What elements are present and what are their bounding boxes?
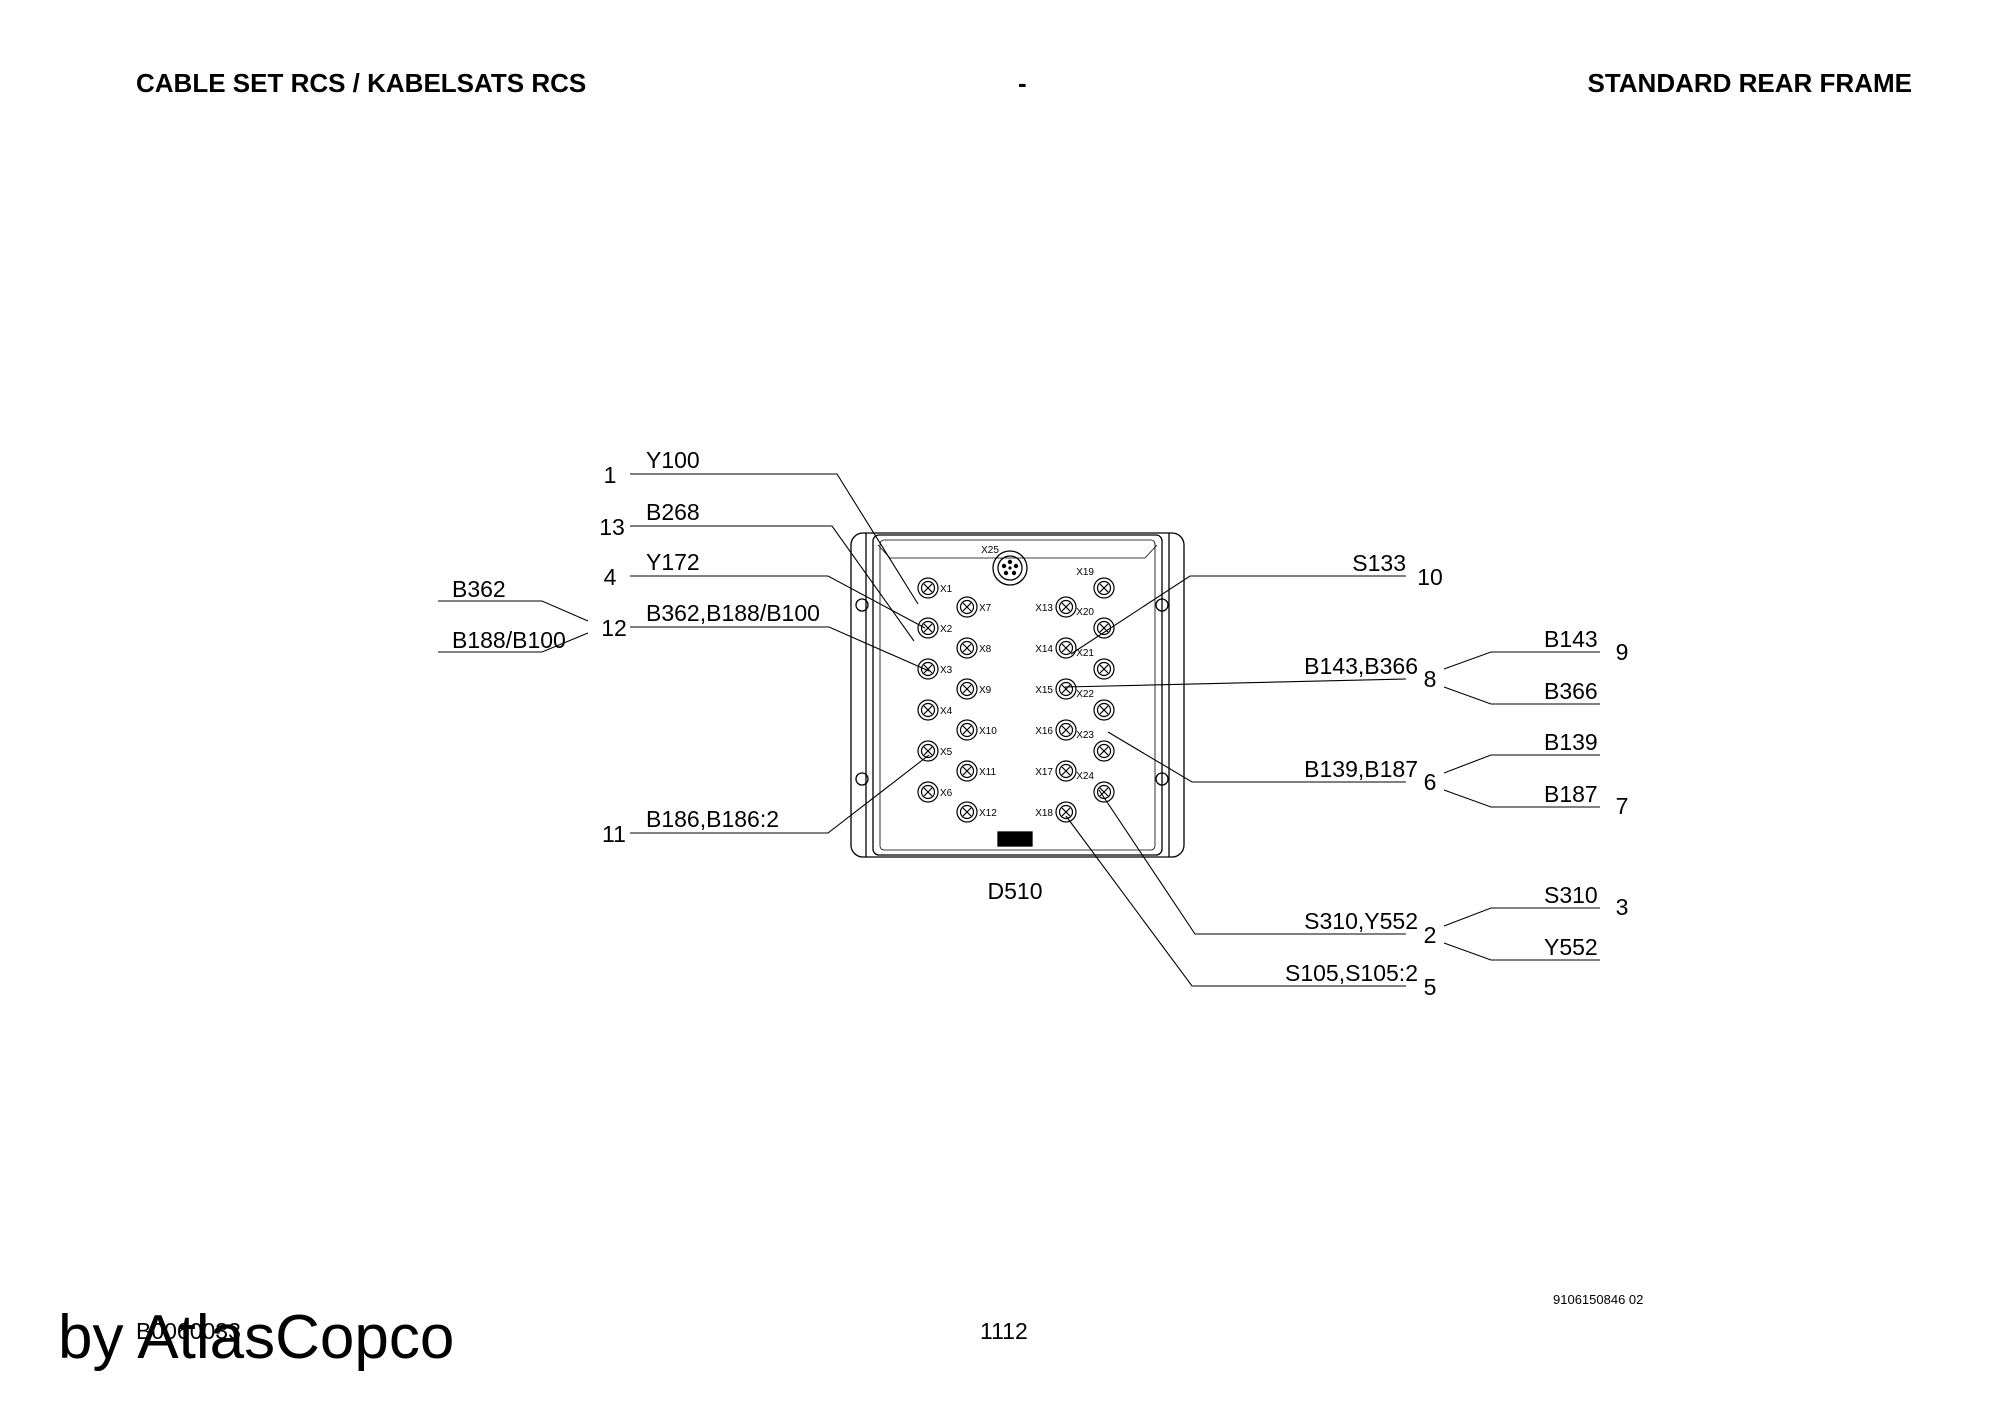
- port-label-group: X1X2X3X4X5X6X7X8X9X10X11X12X13X14X15X16X…: [940, 567, 1094, 819]
- unit-label-d510: D510: [988, 878, 1043, 904]
- module-housing: [872, 534, 1163, 856]
- port-label-x8: X8: [979, 644, 992, 655]
- atlas-copco-watermark: by AtlasCopco: [58, 1303, 455, 1372]
- callout-label-b268: B268: [646, 499, 700, 525]
- port-label-x1: X1: [940, 584, 953, 595]
- branch-label-b188-b100: B188/B100: [452, 627, 566, 653]
- port-label-x21: X21: [1076, 648, 1094, 659]
- header-separator: -: [1018, 68, 1027, 98]
- leader-lines: [438, 473, 1600, 987]
- port-x13: [1055, 596, 1077, 618]
- port-label-x4: X4: [940, 706, 953, 717]
- port-label-x20: X20: [1076, 607, 1094, 618]
- branch-label-s310: S310: [1544, 882, 1598, 908]
- callout-label-s310-y552: S310,Y552: [1304, 908, 1418, 934]
- branch-label-b362: B362: [452, 576, 506, 602]
- port-label-x9: X9: [979, 685, 992, 696]
- callout-number-4: 4: [604, 564, 617, 590]
- port-x10: [956, 719, 978, 741]
- mounting-hole-top-right: [1155, 598, 1169, 612]
- port-label-x13: X13: [1035, 603, 1053, 614]
- port-x1: [917, 577, 939, 599]
- port-label-x14: X14: [1035, 644, 1053, 655]
- callout-number-11: 11: [602, 821, 626, 847]
- callout-number-1: 1: [604, 462, 617, 488]
- callout-label-b186-b186-2: B186,B186:2: [646, 806, 779, 832]
- header-right-title: STANDARD REAR FRAME: [1587, 68, 1912, 98]
- port-label-x16: X16: [1035, 726, 1053, 737]
- port-label-x10: X10: [979, 726, 997, 737]
- port-label-x24: X24: [1076, 771, 1094, 782]
- callout-number-12: 12: [601, 615, 627, 641]
- port-label-x7: X7: [979, 603, 992, 614]
- callout-label-y100: Y100: [646, 447, 700, 473]
- port-x15: [1055, 678, 1077, 700]
- page-number: 1112: [980, 1318, 1028, 1344]
- port-x23: [1093, 740, 1115, 762]
- port-label-x23: X23: [1076, 730, 1094, 741]
- port-label-x6: X6: [940, 788, 953, 799]
- callout-label-b362-b188-b100: B362,B188/B100: [646, 600, 820, 626]
- mounting-hole-bottom-left: [855, 772, 869, 786]
- port-label-x19: X19: [1076, 567, 1094, 578]
- port-label-x18: X18: [1035, 808, 1053, 819]
- port-x14: [1055, 637, 1077, 659]
- port-x12: [956, 801, 978, 823]
- port-label-x15: X15: [1035, 685, 1053, 696]
- callout-number-5: 5: [1424, 974, 1437, 1000]
- port-x21: [1093, 658, 1115, 680]
- callout-number-9: 9: [1616, 639, 1629, 665]
- connector-x25: [992, 550, 1028, 586]
- port-x7: [956, 596, 978, 618]
- callout-label-b139-b187: B139,B187: [1304, 756, 1418, 782]
- port-x18: [1055, 801, 1077, 823]
- atlas-copco-logo-plate: [997, 831, 1033, 847]
- callout-number-2: 2: [1424, 922, 1437, 948]
- document-code: B0060033: [136, 1318, 241, 1344]
- port-x2: [917, 617, 939, 639]
- port-x8: [956, 637, 978, 659]
- port-label-x5: X5: [940, 747, 953, 758]
- port-label-x17: X17: [1035, 767, 1053, 778]
- port-x4: [917, 699, 939, 721]
- branch-label-b143: B143: [1544, 626, 1598, 652]
- callout-label-s105-s105-2: S105,S105:2: [1285, 960, 1418, 986]
- mounting-hole-bottom-right: [1155, 772, 1169, 786]
- port-x3: [917, 658, 939, 680]
- callout-label-y172: Y172: [646, 549, 700, 575]
- port-label-x11: X11: [979, 767, 996, 778]
- port-array: [917, 577, 1115, 823]
- port-x5: [917, 740, 939, 762]
- callout-number-8: 8: [1424, 666, 1437, 692]
- header-left-title: CABLE SET RCS / KABELSATS RCS: [136, 68, 587, 98]
- port-x11: [956, 760, 978, 782]
- port-x16: [1055, 719, 1077, 741]
- branch-label-b366: B366: [1544, 678, 1598, 704]
- callout-number-6: 6: [1424, 769, 1437, 795]
- drawing-number: 9106150846 02: [1553, 1292, 1644, 1307]
- mounting-hole-top-left: [855, 598, 869, 612]
- branch-label-y552: Y552: [1544, 934, 1598, 960]
- callout-number-10: 10: [1417, 564, 1443, 590]
- port-x6: [917, 781, 939, 803]
- port-label-x2: X2: [940, 624, 953, 635]
- callout-number-13: 13: [599, 514, 625, 540]
- callout-number-7: 7: [1616, 793, 1629, 819]
- port-label-x12: X12: [979, 808, 997, 819]
- port-label-x22: X22: [1076, 689, 1094, 700]
- port-label-x3: X3: [940, 665, 953, 676]
- module-outer-plate: [850, 532, 1185, 858]
- branch-label-b139: B139: [1544, 729, 1598, 755]
- port-x24: [1093, 781, 1115, 803]
- port-x9: [956, 678, 978, 700]
- callout-label-s133: S133: [1352, 550, 1406, 576]
- port-x22: [1093, 699, 1115, 721]
- port-x17: [1055, 760, 1077, 782]
- callout-number-3: 3: [1616, 894, 1629, 920]
- connector-label-x25: X25: [981, 545, 999, 556]
- callout-label-b143-b366: B143,B366: [1304, 653, 1418, 679]
- branch-label-b187: B187: [1544, 781, 1598, 807]
- port-x19: [1093, 577, 1115, 599]
